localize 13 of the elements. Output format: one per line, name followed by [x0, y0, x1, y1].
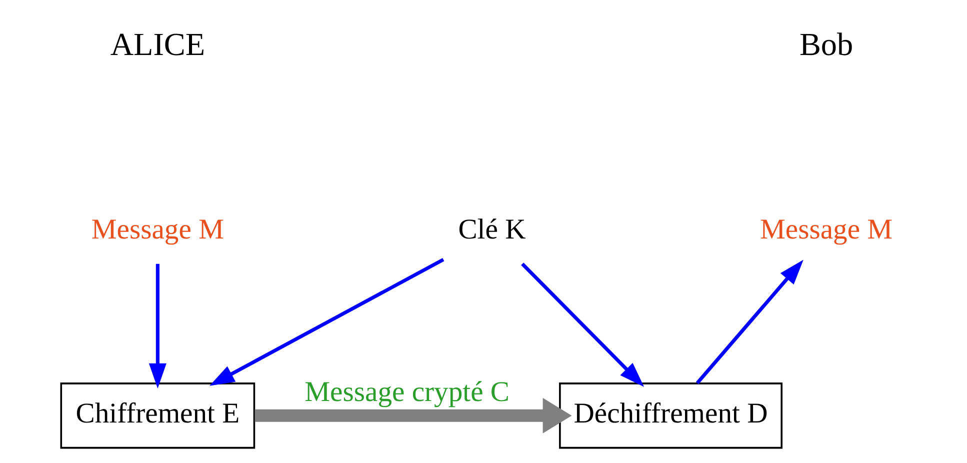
arrow — [209, 258, 444, 386]
arrow — [696, 260, 804, 384]
node-box: Chiffrement E — [60, 382, 256, 449]
node-text: Message M — [91, 214, 224, 246]
edge-label: Message crypté C — [304, 376, 510, 408]
arrow — [521, 262, 644, 387]
node-box: Déchiffrement D — [559, 382, 782, 449]
node-text: Clé K — [458, 214, 526, 246]
node-text: Message M — [760, 214, 893, 246]
arrow — [148, 264, 166, 388]
label: Bob — [799, 26, 854, 62]
arrow — [254, 398, 572, 434]
label: ALICE — [110, 26, 206, 62]
